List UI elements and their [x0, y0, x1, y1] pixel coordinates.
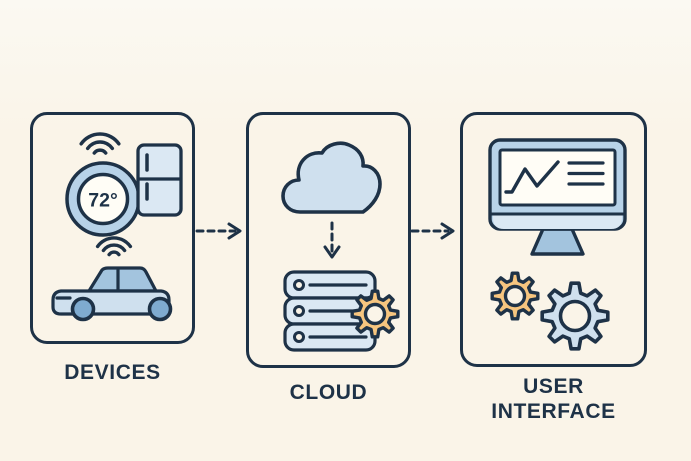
refrigerator-icon: [136, 143, 183, 217]
gear-icon: [350, 289, 400, 339]
dashed-arrow-right: [410, 222, 455, 240]
gear-icon: [490, 271, 540, 321]
wifi-icon: [95, 236, 133, 257]
thermostat-reading: 72°: [88, 190, 118, 212]
monitor-stand: [530, 227, 585, 256]
cloud-icon: [281, 141, 382, 214]
node-label-user-interface: USER INTERFACE: [491, 375, 616, 423]
thermostat-icon: 72°: [65, 161, 141, 237]
dashed-arrow-right: [195, 222, 242, 240]
server-stack-icon: [283, 270, 400, 352]
node-label-devices: DEVICES: [64, 361, 161, 384]
node-devices: 72°: [30, 112, 195, 344]
gears-icon: [490, 271, 610, 351]
car-icon: [51, 266, 173, 322]
node-cloud: [246, 112, 411, 368]
node-label-cloud: CLOUD: [289, 381, 368, 404]
gear-icon: [540, 281, 610, 351]
wifi-icon: [79, 132, 121, 155]
dashed-arrow-down-icon: [323, 221, 341, 259]
monitor-line-chart-icon: [488, 138, 627, 256]
line-chart: [504, 160, 560, 194]
node-user-interface: [460, 112, 647, 367]
